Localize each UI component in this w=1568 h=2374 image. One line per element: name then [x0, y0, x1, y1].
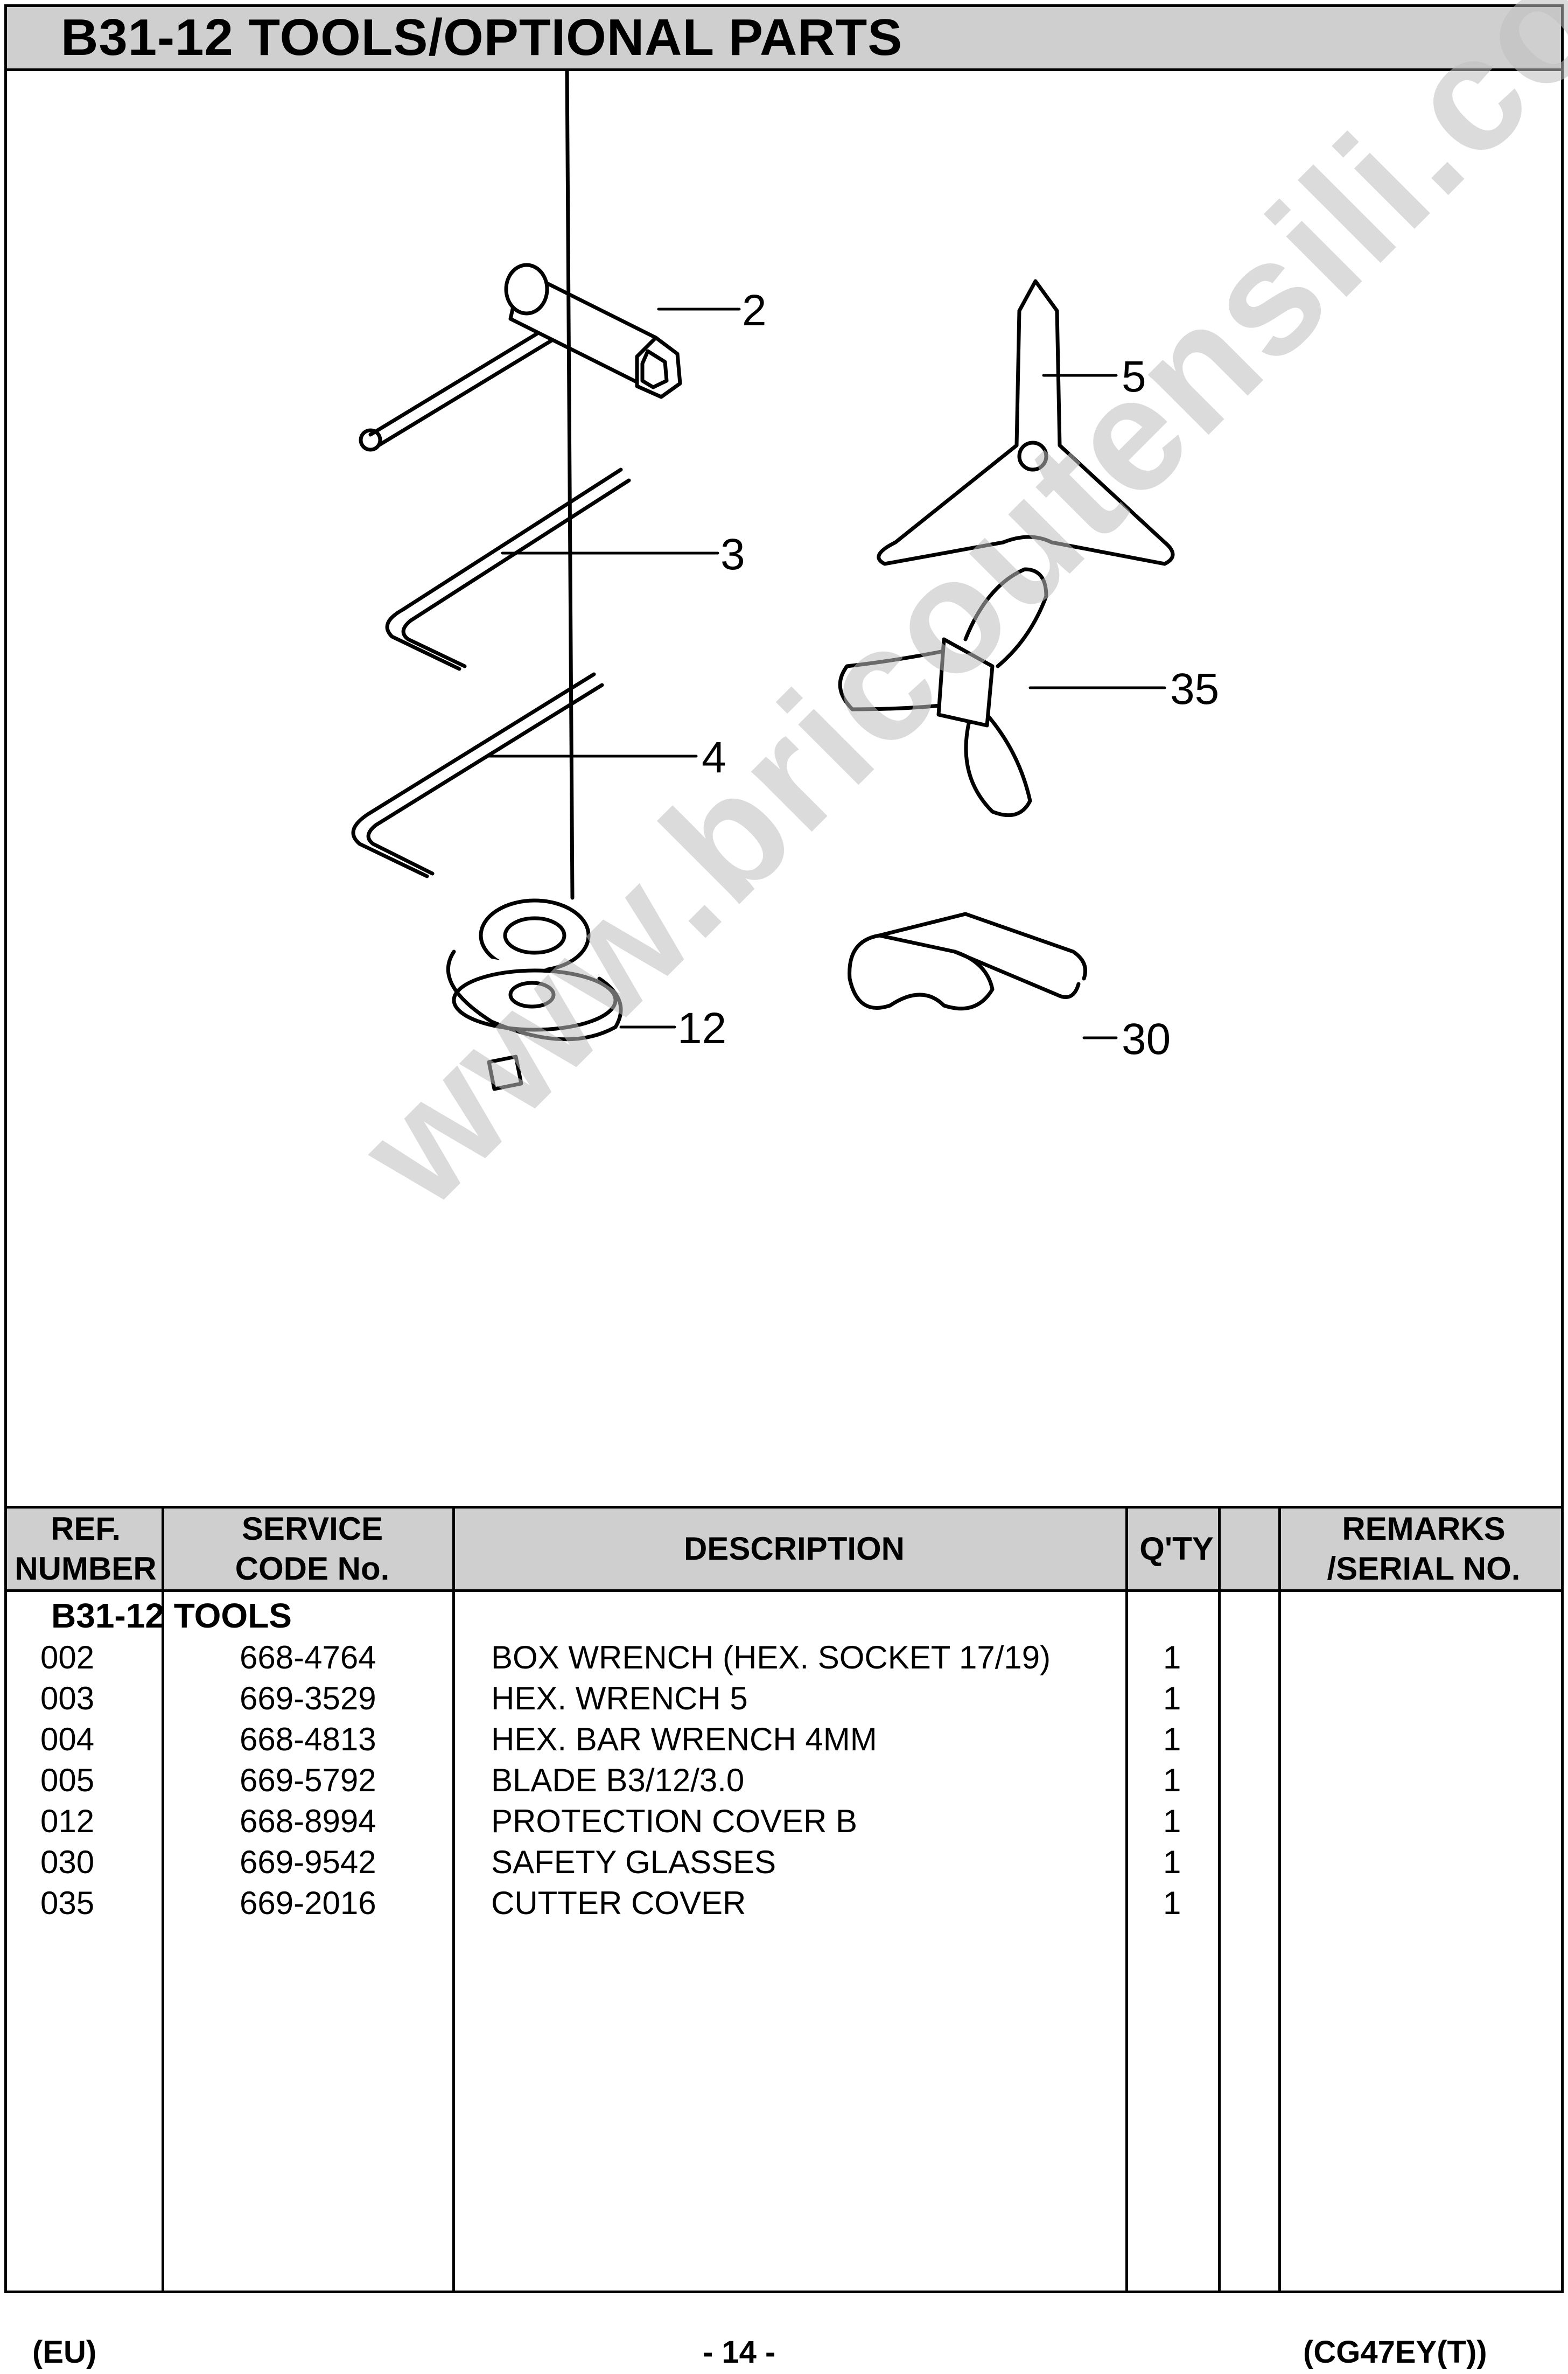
quantity: 1 [1163, 1680, 1181, 1716]
parts-table-body: 002 668-4764 BOX WRENCH (HEX. SOCKET 17/… [0, 1637, 1568, 1924]
service-code: 668-4764 [240, 1639, 376, 1675]
header-qty: Q'TY [1139, 1531, 1214, 1567]
blade-drawing [877, 279, 1175, 566]
cutter-cover-drawing [838, 567, 1048, 818]
quantity: 1 [1163, 1762, 1181, 1798]
description: HEX. WRENCH 5 [491, 1680, 748, 1716]
description: SAFETY GLASSES [491, 1844, 776, 1880]
service-code: 669-9542 [240, 1844, 376, 1880]
table-row: 035 669-2016 CUTTER COVER 1 [0, 1883, 1568, 1924]
column-divider [162, 1506, 164, 2293]
title-bar: B31-12 TOOLS/OPTIONAL PARTS [4, 4, 1564, 71]
page-title: B31-12 TOOLS/OPTIONAL PARTS [61, 9, 903, 66]
header-code-line2: CODE No. [235, 1551, 390, 1587]
hex-bar-wrench-drawing [351, 672, 604, 878]
callout-leaders [485, 308, 1166, 1039]
page-number: - 14 - [703, 2335, 776, 2370]
quantity: 1 [1163, 1885, 1181, 1921]
header-remarks: REMARKS /SERIAL NO. [1286, 1509, 1561, 1589]
table-row: 005 669-5792 BLADE B3/12/3.0 1 [0, 1760, 1568, 1801]
service-code: 669-5792 [240, 1762, 376, 1798]
table-row: 012 668-8994 PROTECTION COVER B 1 [0, 1801, 1568, 1842]
section-label: B31-12 TOOLS [51, 1596, 292, 1635]
ref-number: 035 [40, 1885, 95, 1921]
callout-30: 30 [1122, 1015, 1171, 1064]
box-wrench-drawing [359, 263, 682, 452]
quantity: 1 [1163, 1803, 1181, 1839]
ref-number: 003 [40, 1680, 95, 1716]
protection-cover-drawing [446, 68, 623, 1091]
callout-3: 3 [720, 530, 745, 579]
footer-region: (EU) [32, 2335, 97, 2370]
hex-wrench-5-drawing [385, 467, 631, 671]
ref-number: 005 [40, 1762, 95, 1798]
description: BOX WRENCH (HEX. SOCKET 17/19) [491, 1639, 1051, 1675]
service-code: 668-8994 [240, 1803, 376, 1839]
service-code: 669-3529 [240, 1680, 376, 1716]
ref-number: 002 [40, 1639, 95, 1675]
footer-model: (CG47EY(T)) [1303, 2335, 1487, 2370]
header-ref-line1: REF. [50, 1511, 121, 1547]
description: BLADE B3/12/3.0 [491, 1762, 745, 1798]
callout-2: 2 [742, 286, 767, 335]
ref-number: 004 [40, 1721, 95, 1757]
callout-5: 5 [1122, 352, 1146, 401]
header-remarks-line1: REMARKS [1342, 1511, 1506, 1547]
ref-number: 012 [40, 1803, 95, 1839]
parts-diagram: 2 5 3 35 4 12 30 [7, 68, 1561, 1506]
callout-12: 12 [677, 1004, 726, 1053]
table-row: 003 669-3529 HEX. WRENCH 5 1 [0, 1678, 1568, 1719]
safety-glasses-drawing [848, 912, 1087, 1011]
quantity: 1 [1163, 1721, 1181, 1757]
service-code: 668-4813 [240, 1721, 376, 1757]
column-divider [1218, 1506, 1221, 2293]
column-divider [452, 1506, 455, 2293]
parts-illustration: 2 5 3 35 4 12 30 [351, 68, 1219, 1091]
header-code-line1: SERVICE [241, 1511, 383, 1547]
ref-number: 030 [40, 1844, 95, 1880]
header-code: SERVICE CODE No. [167, 1509, 458, 1589]
description: CUTTER COVER [491, 1885, 746, 1921]
header-description: DESCRIPTION [683, 1531, 905, 1567]
column-divider [1125, 1506, 1128, 2293]
header-ref: REF. NUMBER [7, 1509, 164, 1589]
callout-4: 4 [702, 733, 726, 782]
description: PROTECTION COVER B [491, 1803, 858, 1839]
table-row: 002 668-4764 BOX WRENCH (HEX. SOCKET 17/… [0, 1637, 1568, 1678]
service-code: 669-2016 [240, 1885, 376, 1921]
header-ref-line2: NUMBER [15, 1551, 157, 1587]
header-remarks-line2: /SERIAL NO. [1327, 1551, 1521, 1587]
table-header: REF. NUMBER SERVICE CODE No. DESCRIPTION… [4, 1506, 1564, 1592]
quantity: 1 [1163, 1639, 1181, 1675]
column-divider [1278, 1506, 1281, 2293]
table-row: 004 668-4813 HEX. BAR WRENCH 4MM 1 [0, 1719, 1568, 1760]
table-row: 030 669-9542 SAFETY GLASSES 1 [0, 1842, 1568, 1883]
callout-35: 35 [1170, 665, 1219, 714]
description: HEX. BAR WRENCH 4MM [491, 1721, 877, 1757]
quantity: 1 [1163, 1844, 1181, 1880]
